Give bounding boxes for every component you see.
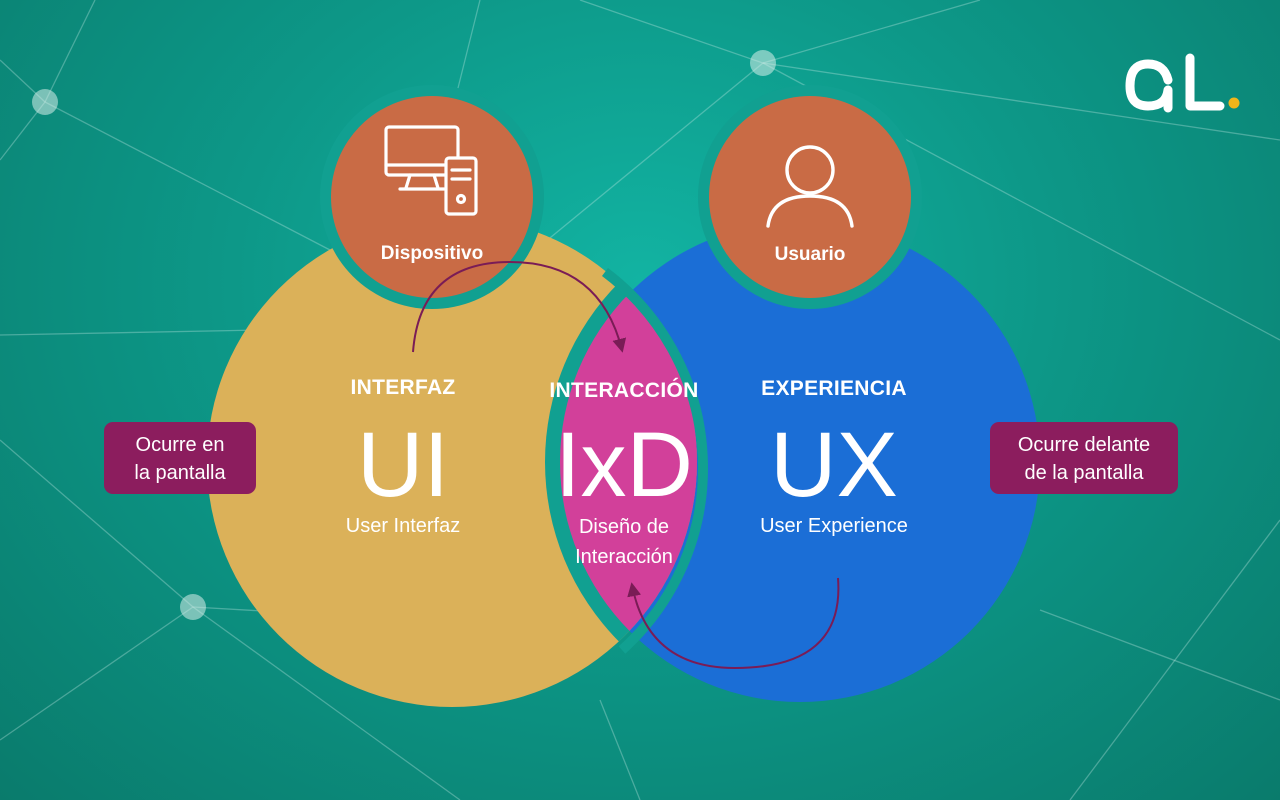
ux-subtitle: User Experience <box>760 515 908 537</box>
ixd-subtitle-line1: Diseño de <box>579 516 669 538</box>
ixd-section-title: INTERACCIÓN <box>549 378 698 402</box>
note-right: Ocurre delante de la pantalla <box>990 422 1178 494</box>
note-right-line2: de la pantalla <box>1025 462 1145 484</box>
arrow-ui-to-ixd <box>412 260 627 353</box>
ui-circle <box>207 217 697 707</box>
ux-acronym: UX <box>770 414 898 516</box>
background-nodes <box>32 50 776 620</box>
network-node <box>32 89 58 115</box>
computer-icon <box>384 125 478 216</box>
network-node <box>750 50 776 76</box>
arrow-ux-to-ixd <box>627 577 840 670</box>
ui-acronym: UI <box>357 414 449 516</box>
ixd-subtitle-line2: Interacción <box>575 546 673 568</box>
ui-subtitle: User Interfaz <box>346 515 460 537</box>
dispositivo-label: Dispositivo <box>381 243 483 264</box>
ui-section-title: INTERFAZ <box>350 376 455 399</box>
logo-dot <box>1228 97 1240 109</box>
network-node <box>180 594 206 620</box>
note-right-box <box>990 422 1178 494</box>
ux-section-title: EXPERIENCIA <box>761 377 907 400</box>
usuario-label: Usuario <box>775 244 846 265</box>
note-left: Ocurre en la pantalla <box>104 422 256 494</box>
brand-logo <box>1125 53 1240 113</box>
note-left-box <box>104 422 256 494</box>
dispositivo-badge <box>331 96 533 298</box>
note-left-line2: la pantalla <box>134 462 226 484</box>
overlap-edge <box>601 268 708 654</box>
note-right-line1: Ocurre delante <box>1018 434 1150 456</box>
user-icon <box>766 145 854 228</box>
ixd-acronym: IxD <box>555 414 693 516</box>
note-left-line1: Ocurre en <box>136 434 225 456</box>
